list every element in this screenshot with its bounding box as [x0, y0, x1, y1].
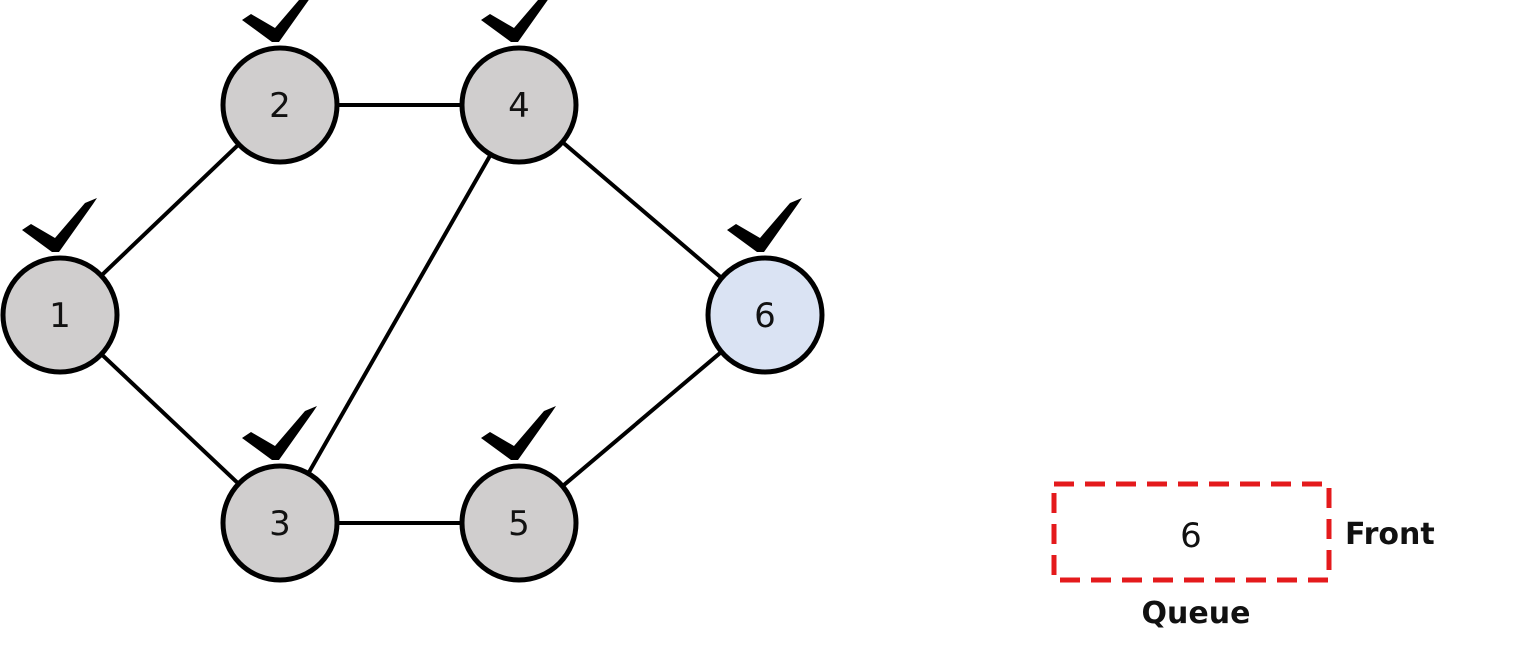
- visited-check-icon: [481, 406, 556, 460]
- node-4: 4: [459, 45, 579, 165]
- edge-1-2: [99, 142, 241, 278]
- node-circle: [705, 255, 825, 375]
- visited-check-icon: [481, 0, 548, 42]
- edge-1-3: [100, 352, 240, 486]
- node-label: 2: [269, 86, 291, 126]
- node-circle: [459, 45, 579, 165]
- edges: [99, 103, 723, 525]
- nodes: 1 2 3 4 5 6: [0, 45, 825, 583]
- node-label: 4: [508, 86, 530, 126]
- node-label: 3: [269, 504, 291, 544]
- queue-box: [1051, 481, 1332, 583]
- visited-checkmarks: [22, 0, 802, 460]
- node-3: 3: [220, 463, 340, 583]
- node-1: 1: [0, 255, 120, 375]
- node-6: 6: [705, 255, 825, 375]
- queue-panel: 6 Front Queue: [1051, 481, 1435, 631]
- node-label: 5: [508, 504, 530, 544]
- edge-4-6: [561, 140, 723, 280]
- edge-5-6: [561, 350, 723, 488]
- node-label: 1: [49, 296, 71, 336]
- queue-title: Queue: [1142, 596, 1251, 631]
- node-2: 2: [220, 45, 340, 165]
- node-circle: [220, 45, 340, 165]
- visited-check-icon: [22, 198, 97, 252]
- visited-check-icon: [242, 406, 317, 460]
- queue-item: 6: [1180, 516, 1202, 556]
- visited-check-icon: [242, 0, 309, 42]
- node-circle: [459, 463, 579, 583]
- node-5: 5: [459, 463, 579, 583]
- node-label: 6: [754, 296, 776, 336]
- visited-check-icon: [727, 198, 802, 252]
- front-label: Front: [1345, 517, 1435, 552]
- node-circle: [220, 463, 340, 583]
- node-circle: [0, 255, 120, 375]
- edge-3-4: [306, 153, 493, 475]
